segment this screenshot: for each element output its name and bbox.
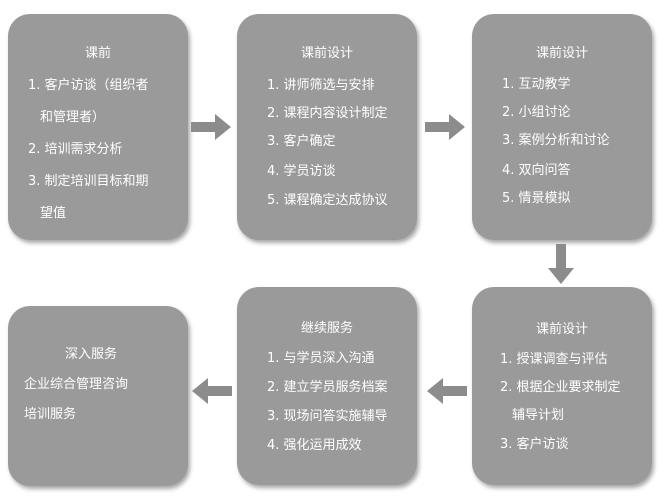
box-line: 3. 客户访谈: [500, 437, 569, 452]
box-line: 4. 双向问答: [502, 163, 571, 178]
arrow-down-icon: [548, 244, 574, 284]
box-title: 课前设计: [535, 46, 588, 61]
box-line: 1. 授课调查与评估: [500, 352, 608, 367]
arrow-left-icon: [427, 378, 467, 404]
arrow-left-icon: [192, 378, 232, 404]
box-line: 3. 客户确定: [267, 134, 336, 149]
step-box-course-design-1: 课前设计 1. 讲师筛选与安排 2. 课程内容设计制定 3. 客户确定 4. 学…: [237, 14, 417, 240]
box-line: 望值: [40, 206, 67, 221]
box-title: 课前设计: [300, 46, 353, 61]
box-title: 深入服务: [65, 347, 118, 362]
box-line: 4. 强化运用成效: [267, 438, 362, 453]
box-line: 培训服务: [24, 407, 77, 422]
step-box-in-depth-service: 深入服务 企业综合管理咨询 培训服务: [8, 306, 188, 486]
box-title: 课前: [84, 46, 111, 61]
step-box-course-design-3: 课前设计 1. 授课调查与评估 2. 根据企业要求制定 辅导计划 3. 客户访谈: [472, 287, 652, 485]
step-box-pre-course: 课前 1. 客户访谈（组织者 和管理者） 2. 培训需求分析 3. 制定培训目标…: [8, 14, 188, 240]
box-line: 3. 制定培训目标和期: [28, 174, 149, 189]
box-line: 5. 情景模拟: [502, 191, 571, 206]
box-line: 2. 根据企业要求制定: [500, 380, 621, 395]
box-line: 3. 案例分析和讨论: [502, 133, 610, 148]
box-line: 4. 学员访谈: [267, 164, 336, 179]
box-line: 1. 客户访谈（组织者: [28, 78, 149, 93]
arrow-right-icon: [191, 114, 231, 140]
box-line: 辅导计划: [512, 408, 565, 423]
box-line: 1. 与学员深入沟通: [267, 351, 375, 366]
box-line: 5. 课程确定达成协议: [267, 193, 388, 208]
box-title: 继续服务: [300, 321, 353, 336]
arrow-right-icon: [425, 114, 465, 140]
box-line: 2. 小组讨论: [502, 105, 571, 120]
box-line: 2. 培训需求分析: [28, 142, 123, 157]
box-line: 3. 现场问答实施辅导: [267, 409, 388, 424]
box-line: 1. 互动教学: [502, 77, 571, 92]
box-line: 和管理者）: [40, 110, 106, 125]
box-title: 课前设计: [535, 322, 588, 337]
step-box-continued-service: 继续服务 1. 与学员深入沟通 2. 建立学员服务档案 3. 现场问答实施辅导 …: [237, 287, 417, 485]
box-line: 1. 讲师筛选与安排: [267, 78, 375, 93]
step-box-course-design-2: 课前设计 1. 互动教学 2. 小组讨论 3. 案例分析和讨论 4. 双向问答 …: [472, 14, 652, 240]
box-line: 2. 建立学员服务档案: [267, 380, 388, 395]
box-line: 2. 课程内容设计制定: [267, 106, 388, 121]
box-line: 企业综合管理咨询: [24, 377, 129, 392]
